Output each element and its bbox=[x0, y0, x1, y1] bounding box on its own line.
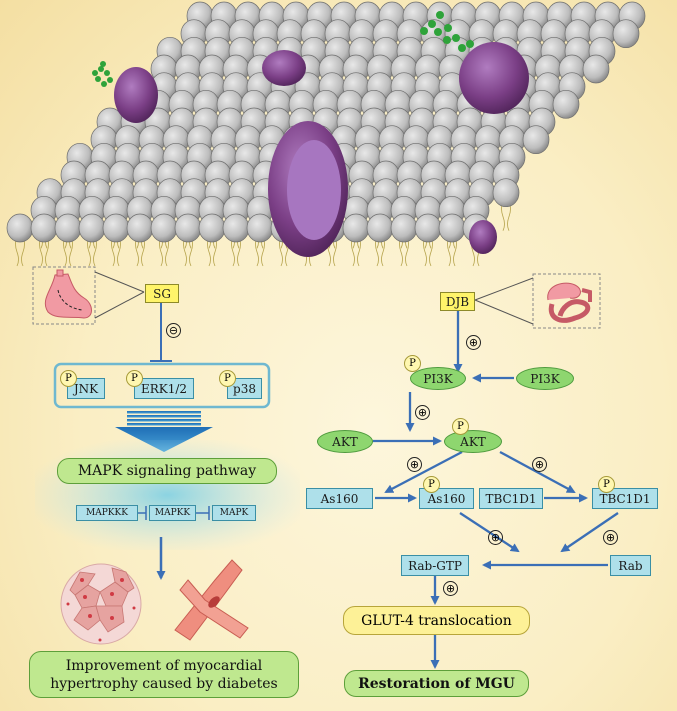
plus-sign-as160-icon: ⊕ bbox=[407, 457, 422, 472]
pi3k-node: PI3K bbox=[516, 367, 574, 390]
mapk-node: MAPK bbox=[212, 505, 256, 521]
icon-connectors bbox=[94, 271, 534, 325]
tbc1d1-node: TBC1D1 bbox=[479, 488, 543, 509]
phospho-akt-icon: P bbox=[452, 418, 469, 435]
membrane-proteins bbox=[114, 42, 529, 257]
akt-node: AKT bbox=[317, 430, 373, 453]
cell-membrane bbox=[6, 1, 646, 243]
akt-phospho-node: AKT bbox=[444, 430, 502, 453]
mapkkk-node: MAPKKK bbox=[76, 505, 138, 521]
plus-sign-tbc1d1-icon: ⊕ bbox=[532, 457, 547, 472]
mapk-glow bbox=[35, 440, 300, 550]
plus-sign-as160-rab-icon: ⊕ bbox=[488, 530, 503, 545]
erk-node: ERK1/2 bbox=[134, 378, 194, 399]
outcome-myocardial-banner: Improvement of myocardial hypertrophy ca… bbox=[29, 651, 299, 698]
phospho-as160-icon: P bbox=[423, 476, 440, 493]
stomach-icon bbox=[32, 266, 96, 325]
plus-sign-rabgtp-icon: ⊕ bbox=[443, 581, 458, 596]
p38-node: p38 bbox=[227, 378, 262, 399]
mapk-cascade-links bbox=[138, 506, 210, 520]
phospho-erk-icon: P bbox=[126, 370, 143, 387]
jnk-node: JNK bbox=[67, 378, 105, 399]
tbc1d1-phospho-node: TBC1D1 bbox=[592, 488, 658, 509]
djb-node: DJB bbox=[440, 292, 475, 311]
cardiomyocytes-icon bbox=[60, 563, 142, 645]
phospho-jnk-icon: P bbox=[60, 370, 77, 387]
plus-sign-djb-icon: ⊕ bbox=[466, 335, 481, 350]
muscle-fiber-icon bbox=[174, 559, 249, 641]
phospho-tbc1d1-icon: P bbox=[598, 476, 615, 493]
intestine-icon bbox=[532, 273, 601, 329]
glut4-translocation-banner: GLUT-4 translocation bbox=[343, 606, 530, 635]
plus-sign-tbc1d1-rab-icon: ⊕ bbox=[603, 530, 618, 545]
phospho-pi3k-icon: P bbox=[404, 355, 421, 372]
plus-sign-pi3k-icon: ⊕ bbox=[415, 405, 430, 420]
inhibit-sign-icon: ⊖ bbox=[166, 323, 181, 338]
funnel-arrow-icon bbox=[115, 411, 213, 452]
mapkk-node: MAPKK bbox=[149, 505, 196, 521]
rab-gtp-node: Rab-GTP bbox=[401, 555, 469, 576]
glycan-chain-icon bbox=[92, 11, 474, 87]
sg-inhibition-line bbox=[150, 302, 172, 362]
mapk-pathway-banner: MAPK signaling pathway bbox=[57, 458, 277, 484]
phospho-p38-icon: P bbox=[219, 370, 236, 387]
sg-node: SG bbox=[145, 284, 179, 303]
pi3k-phospho-node: PI3K bbox=[410, 367, 466, 390]
restoration-mgu-banner: Restoration of MGU bbox=[344, 670, 529, 697]
signaling-arrows bbox=[373, 311, 619, 669]
kinase-group-frame bbox=[53, 362, 271, 409]
as160-phospho-node: As160 bbox=[419, 488, 474, 509]
as160-node: As160 bbox=[306, 488, 373, 509]
rab-node: Rab bbox=[610, 555, 651, 576]
